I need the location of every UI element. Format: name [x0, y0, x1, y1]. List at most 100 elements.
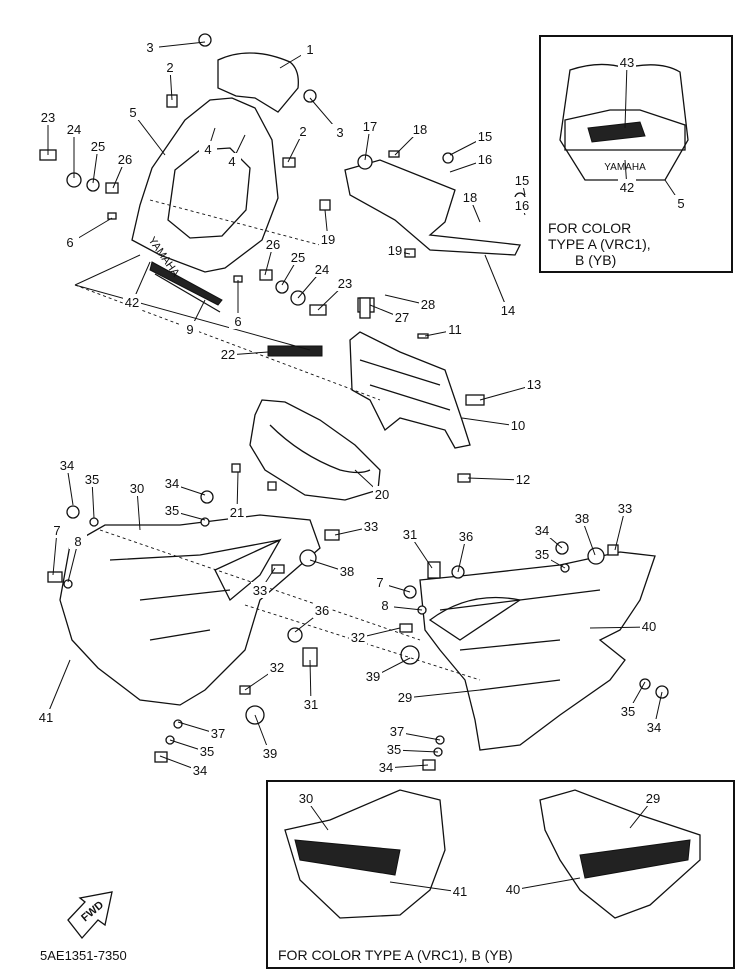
callout-label-bg-9 — [65, 121, 83, 137]
callout-label-bg-18 — [513, 172, 531, 188]
callout-part-number-20: 20 — [375, 487, 389, 502]
callout-label-bg-1 — [161, 59, 179, 75]
inset-bottom-part-number-29: 29 — [646, 791, 660, 806]
callout-part-number-6: 6 — [66, 235, 73, 250]
callout-label-bg-56 — [261, 745, 279, 761]
callout-part-number-3: 3 — [336, 125, 343, 140]
inset-top-label-bg-1 — [618, 179, 636, 195]
side-cowling-left — [59, 514, 321, 706]
bolt-3b — [303, 89, 317, 103]
callout-label-bg-37 — [58, 457, 76, 473]
callout-leader-2 — [149, 41, 206, 49]
callout-label-bg-21 — [386, 242, 404, 258]
callout-part-number-38: 38 — [340, 564, 354, 579]
side-cowling-right — [419, 551, 656, 751]
callout-leader-68 — [404, 689, 481, 699]
callout-part-number-4: 4 — [204, 142, 211, 157]
callout-label-bg-63 — [371, 574, 389, 590]
inset-bottom-label-bg-3 — [504, 881, 522, 897]
collar-26 — [105, 182, 119, 194]
callout-part-number-5: 5 — [129, 105, 136, 120]
callout-part-number-6: 6 — [234, 314, 241, 329]
callout-label-bg-46 — [251, 582, 269, 598]
callout-label-bg-41 — [163, 502, 181, 518]
callout-label-bg-62 — [616, 500, 634, 516]
inset-top-label-bg-2 — [672, 195, 690, 211]
callout-part-number-18: 18 — [463, 190, 477, 205]
callout-part-number-24: 24 — [315, 262, 329, 277]
inset-bottom-leader-3 — [512, 877, 581, 891]
callout-label-bg-42 — [228, 504, 246, 520]
callout-part-number-11: 11 — [448, 322, 462, 337]
callout-label-bg-11 — [116, 151, 134, 167]
callout-part-number-33: 33 — [253, 583, 267, 598]
callout-label-bg-25 — [336, 275, 354, 291]
inset-caption-1: FOR COLOR — [548, 220, 631, 236]
callout-label-bg-17 — [461, 189, 479, 205]
callout-part-number-19: 19 — [321, 232, 335, 247]
callout-part-number-34: 34 — [60, 458, 74, 473]
callout-label-bg-26 — [123, 294, 141, 310]
callout-part-number-19: 19 — [388, 243, 402, 258]
callout-label-bg-24 — [313, 261, 331, 277]
callout-part-number-4: 4 — [228, 154, 235, 169]
callout-label-bg-68 — [396, 689, 414, 705]
inset-bottom-part-number-41: 41 — [453, 884, 467, 899]
inset-caption-3: B (YB) — [575, 252, 616, 268]
callout-part-number-35: 35 — [165, 503, 179, 518]
callout-part-number-30: 30 — [130, 481, 144, 496]
callout-label-bg-22 — [264, 236, 282, 252]
callout-part-number-39: 39 — [263, 746, 277, 761]
callout-part-number-12: 12 — [516, 472, 530, 487]
callout-part-number-39: 39 — [366, 669, 380, 684]
callout-part-number-33: 33 — [364, 519, 378, 534]
forward-arrow-icon — [67, 891, 113, 940]
callout-part-number-36: 36 — [315, 603, 329, 618]
callout-part-number-34: 34 — [535, 523, 549, 538]
callout-part-number-15: 15 — [515, 173, 529, 188]
callout-label-bg-57 — [401, 526, 419, 542]
callout-leader-52 — [45, 659, 71, 719]
callout-part-number-32: 32 — [351, 630, 365, 645]
inset-color-type-top — [539, 35, 733, 273]
cowling-stay — [349, 331, 471, 449]
callout-part-number-17: 17 — [363, 119, 377, 134]
callout-label-bg-38 — [83, 471, 101, 487]
callout-label-bg-13 — [361, 118, 379, 134]
stay-bracket — [344, 159, 521, 256]
inset-bottom-leader-2 — [389, 881, 461, 893]
callout-label-bg-53 — [209, 725, 227, 741]
callout-leader-67 — [589, 626, 650, 629]
callout-label-bg-35 — [509, 417, 527, 433]
inset-bottom-caption: FOR COLOR TYPE A (VRC1), B (YB) — [278, 947, 513, 963]
seal-22 — [267, 345, 323, 357]
callout-label-bg-73 — [377, 759, 395, 775]
callout-part-number-23: 23 — [41, 110, 55, 125]
callout-part-number-35: 35 — [621, 704, 635, 719]
callout-part-number-37: 37 — [211, 726, 225, 741]
callout-label-bg-7 — [294, 123, 312, 139]
inset-top-part-number-43: 43 — [620, 55, 634, 70]
part-code: 5AE1351-7350 — [40, 948, 127, 963]
callout-label-bg-48 — [69, 533, 87, 549]
callout-part-number-2: 2 — [166, 60, 173, 75]
callout-label-bg-14 — [411, 121, 429, 137]
clip-6 — [107, 212, 117, 220]
callout-part-number-35: 35 — [387, 742, 401, 757]
callout-label-bg-5 — [199, 141, 217, 157]
callout-part-number-38: 38 — [575, 511, 589, 526]
screw-2b — [282, 157, 296, 168]
callout-label-bg-72 — [385, 741, 403, 757]
callout-label-bg-2 — [141, 39, 159, 55]
callout-label-bg-30 — [393, 309, 411, 325]
callout-part-number-28: 28 — [421, 297, 435, 312]
inset-top-part-number-5: 5 — [677, 196, 684, 211]
callout-label-bg-36 — [514, 471, 532, 487]
callout-label-bg-50 — [268, 659, 286, 675]
callout-label-bg-16 — [476, 151, 494, 167]
callout-label-bg-55 — [191, 762, 209, 778]
callout-label-bg-15 — [476, 128, 494, 144]
callout-part-number-31: 31 — [403, 527, 417, 542]
callout-part-number-26: 26 — [266, 237, 280, 252]
